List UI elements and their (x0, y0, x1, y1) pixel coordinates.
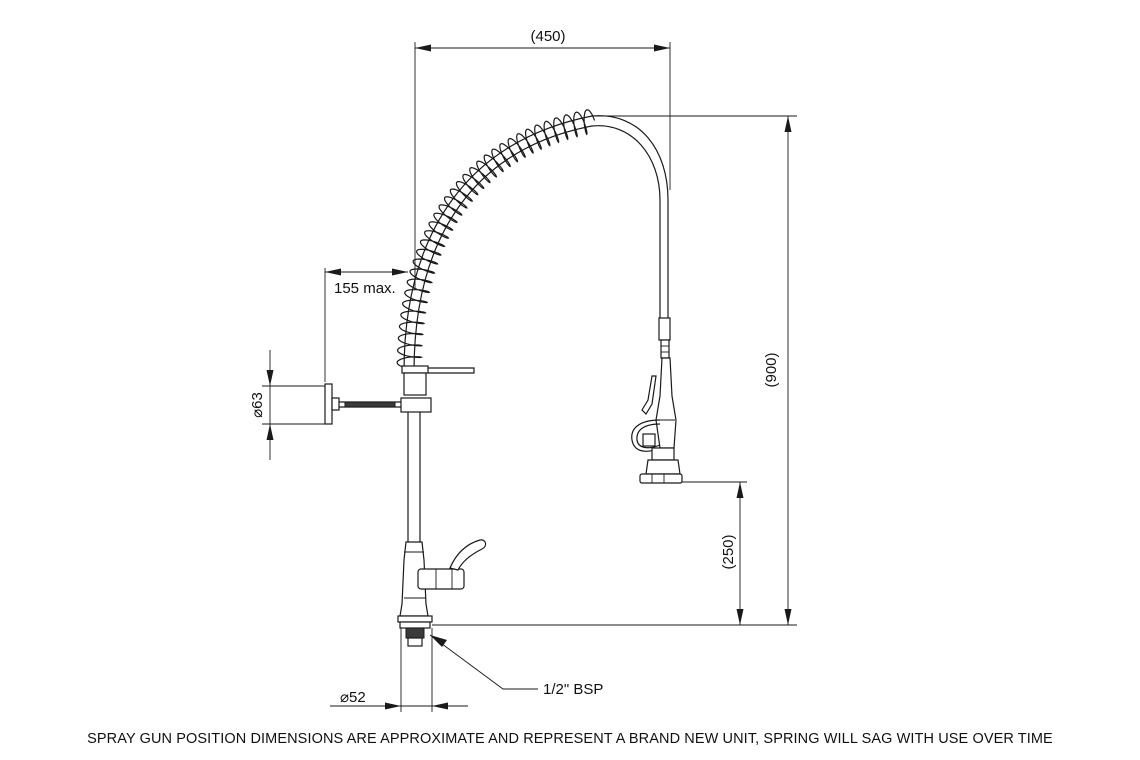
overall-width-label: (450) (530, 28, 565, 45)
spring-coil (396, 109, 596, 370)
riser-post (397, 365, 487, 647)
overall-height-label: (900) (763, 352, 780, 387)
base-diameter-label: ⌀52 (340, 689, 366, 706)
spray-gun (631, 317, 683, 484)
spray-hose (403, 115, 669, 373)
wall-bracket-diameter-label: ⌀63 (249, 392, 266, 418)
inlet-thread-label: 1/2" BSP (543, 681, 603, 698)
footnote-spring-sag: SPRAY GUN POSITION DIMENSIONS ARE APPROX… (87, 731, 1053, 747)
wall-bracket (324, 383, 401, 425)
wall-offset-label: 155 max. (334, 280, 396, 297)
gun-height-label: (250) (720, 534, 737, 569)
dimension-lines (262, 42, 797, 712)
dimension-labels: (450) (900) (250) 155 max. ⌀63 ⌀52 1/2" … (249, 28, 780, 706)
